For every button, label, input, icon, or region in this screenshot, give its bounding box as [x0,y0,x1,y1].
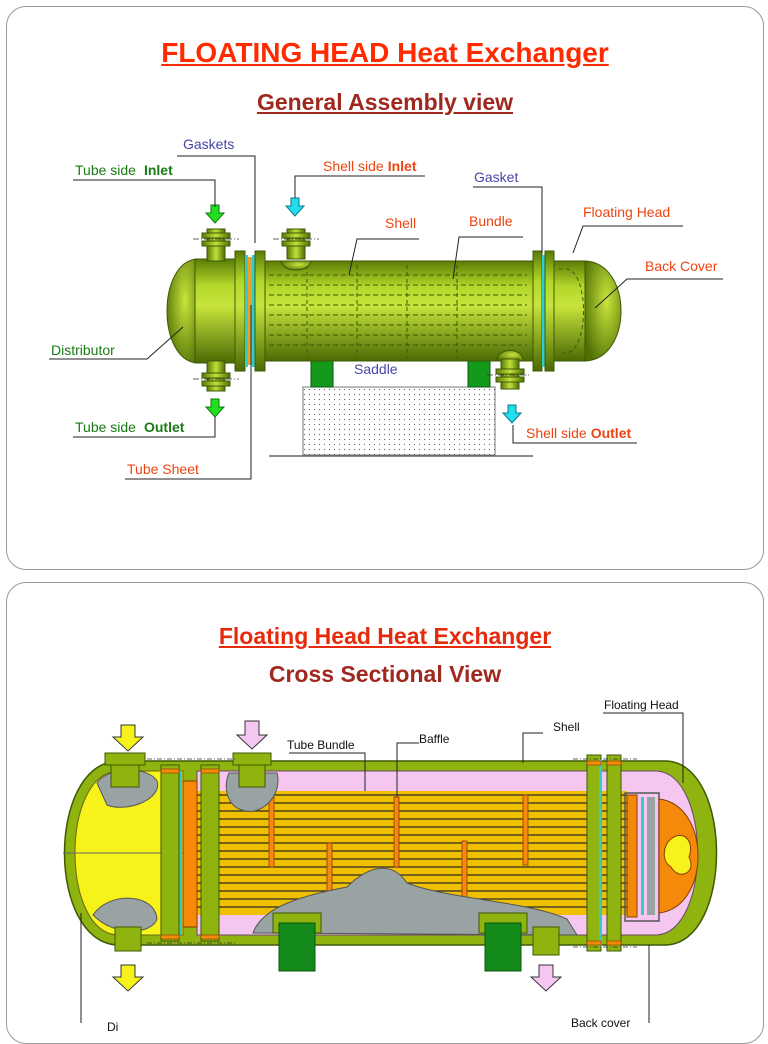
tube-outlet-nozzle [201,360,231,392]
floating-head-label-x: Floating Head [604,698,679,712]
gasket-label: Gasket [474,169,518,185]
shell-outlet-arrow [501,404,523,424]
back-cover-body [553,260,587,362]
gasket-right [542,255,545,367]
shell-inlet-nozzle [280,228,312,271]
shell-label-x: Shell [553,720,580,734]
slide1-subtitle: General Assembly view [256,89,514,115]
baffle-label: Baffle [419,732,450,746]
tube-outlet-arrow [204,398,226,418]
saddle-label: Saddle [354,361,398,377]
bottom-cut-label: Di [107,1020,118,1034]
shell-outlet-nozzle-x [532,926,560,956]
distributor-label: Distributor [51,342,115,358]
shell-outlet-arrow-x [529,964,563,992]
distributor-body [194,258,238,364]
floating-head-outline [559,268,584,354]
flange-left-b [254,250,266,372]
channel-inlet-nozzle [104,752,146,788]
baffle-lines [306,265,458,357]
baffles [268,794,529,916]
leader-lines [49,155,723,480]
slide2-title: Floating Head Heat Exchanger [218,623,552,649]
tube-bundle-lines [269,274,527,346]
back-cover-label-x: Back cover [571,1016,630,1030]
shell-flanges [160,754,622,952]
floating-head-flange [647,797,655,915]
gasket-left-a [245,255,248,367]
tube-sheet-label: Tube Sheet [127,461,199,477]
shell-outlet-nozzle [495,350,525,390]
shell-body [264,260,536,362]
saddle-right-x [478,912,528,972]
slide1-title: FLOATING HEAD Heat Exchanger [161,37,609,68]
slide2-subtitle: Cross Sectional View [268,661,502,687]
shell-label: Shell [385,215,416,231]
centerlines [193,238,531,380]
gasket-left-b [252,255,255,367]
tube-bundle-label: Tube Bundle [287,738,355,752]
tube-inlet-arrow [204,204,226,224]
foundation-block [302,386,496,456]
channel-outlet-arrow [111,964,145,992]
tube-sheet-band [248,257,252,365]
slide-cross-section: Floating Head Heat Exchanger Cross Secti… [6,582,764,1044]
slide-general-assembly: FLOATING HEAD Heat Exchanger General Ass… [6,6,764,570]
tube-inlet-nozzle [201,228,231,262]
cross-section-diagram: Floating Head Shell Baffle Tube Bundle B… [63,698,718,1034]
stationary-tube-sheet [182,780,198,928]
flange-left-a [234,250,246,372]
distributor-head [166,258,198,364]
floating-head-gasket [641,797,644,915]
leader-lines-x [80,712,684,1023]
bundle-label: Bundle [469,213,513,229]
channel-outlet-nozzle [114,926,142,952]
shell-inlet-arrow-x [235,720,269,750]
centerlines-x [147,758,637,948]
back-cover-label: Back Cover [645,258,718,274]
flange-bolts [160,760,622,946]
channel-inlet-arrow [111,724,145,752]
stationary-gasket [179,771,182,935]
floating-head-label: Floating Head [583,204,670,220]
back-cover-head [584,260,622,362]
shell-inlet-nozzle-x [232,752,272,788]
flange-right-a [532,250,543,372]
floating-tube-sheet [626,794,638,918]
shell-inlet-arrow [284,197,306,217]
saddle-left-x [272,912,322,972]
gaskets-label: Gaskets [183,136,234,152]
floating-head-opening [663,834,692,875]
flange-right-b [544,250,555,372]
